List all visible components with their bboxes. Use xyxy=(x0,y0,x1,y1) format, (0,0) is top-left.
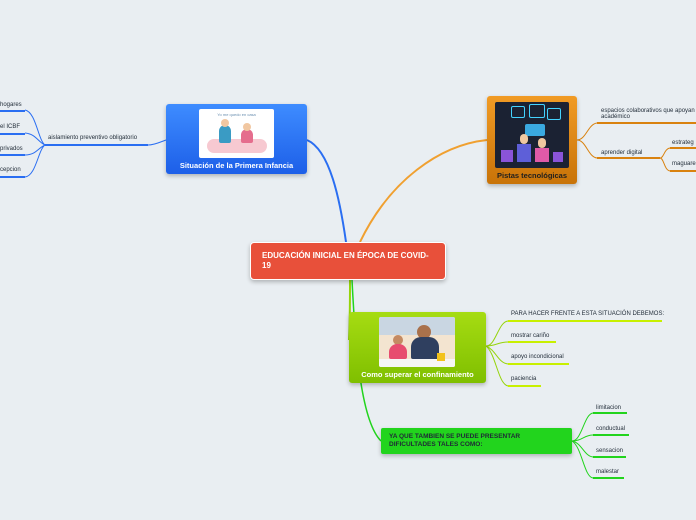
leaf-privados[interactable]: privados xyxy=(0,146,23,152)
child-academico[interactable]: académico xyxy=(601,114,631,120)
node-pistas[interactable]: Pistas tecnológicas xyxy=(487,96,577,184)
leaf-estrateg[interactable]: estrateg xyxy=(672,140,694,146)
leaf-cepcion[interactable]: cepcion xyxy=(0,167,21,173)
node-situacion[interactable]: Yo me quedo en casa Situación de la Prim… xyxy=(166,104,307,174)
node-superar-title: Como superar el confinamiento xyxy=(361,370,474,379)
node-situacion-title: Situación de la Primera Infancia xyxy=(179,161,294,170)
central-topic[interactable]: EDUCACIÓN INICIAL EN ÉPOCA DE COVID-19 xyxy=(250,242,446,280)
child-limitacion[interactable]: limitacion xyxy=(596,405,622,411)
child-malestar[interactable]: malestar xyxy=(596,469,620,475)
illustration-caption: Yo me quedo en casa xyxy=(217,112,256,117)
family-photo xyxy=(379,317,455,367)
child-mostrar-carino[interactable]: mostrar cariño xyxy=(511,333,550,339)
tech-illustration xyxy=(495,102,569,168)
stay-home-illustration: Yo me quedo en casa xyxy=(199,109,274,158)
leaf-hogares[interactable]: hogares xyxy=(0,102,22,108)
child-sensacion[interactable]: sensacion xyxy=(596,448,624,454)
node-dificultades[interactable]: YA QUE TAMBIEN SE PUEDE PRESENTAR DIFICU… xyxy=(381,428,572,454)
node-superar[interactable]: Como superar el confinamiento xyxy=(349,312,486,383)
leaf-maguare[interactable]: maguare xyxy=(672,161,696,167)
child-apoyo-incondicional[interactable]: apoyo incondicional xyxy=(511,354,564,360)
connector-central-situacion xyxy=(306,139,347,243)
central-topic-text: EDUCACIÓN INICIAL EN ÉPOCA DE COVID-19 xyxy=(262,251,429,270)
child-aislamiento[interactable]: aislamiento preventivo obligatorio xyxy=(48,135,138,141)
child-conductual[interactable]: conductual xyxy=(596,426,626,432)
node-dificultades-line2: DIFICULTADES TALES COMO: xyxy=(389,441,483,448)
leaf-icbf[interactable]: el ICBF xyxy=(0,124,21,130)
child-para-hacer-frente[interactable]: PARA HACER FRENTE A ESTA SITUACIÓN DEBEM… xyxy=(511,311,665,317)
child-espacios[interactable]: espacios colaborativos que apoyan xyxy=(601,108,695,114)
connector-central-pistas xyxy=(359,139,488,243)
node-pistas-title: Pistas tecnológicas xyxy=(496,171,568,180)
child-paciencia[interactable]: paciencia xyxy=(511,376,537,382)
node-dificultades-line1: YA QUE TAMBIEN SE PUEDE PRESENTAR xyxy=(389,433,521,440)
child-aprender-digital[interactable]: aprender digital xyxy=(601,150,643,156)
